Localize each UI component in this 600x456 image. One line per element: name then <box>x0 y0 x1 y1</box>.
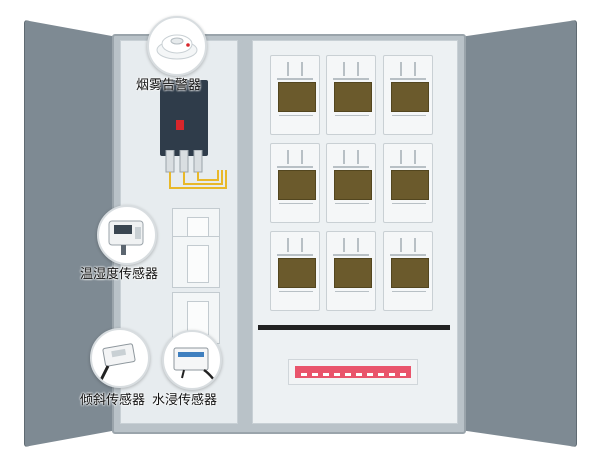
temp-humidity-callout <box>97 205 157 265</box>
tilt-sensor-label: 倾斜传感器 <box>80 393 146 408</box>
breaker-indicator <box>176 120 184 130</box>
tilt-sensor-callout <box>90 328 150 388</box>
isolator-switch <box>172 236 220 288</box>
wiring-icon <box>165 150 227 189</box>
tilt-sensor-icon <box>98 343 136 383</box>
smoke-alarm-label: 烟雾告警器 <box>136 78 202 93</box>
electric-meter <box>270 55 320 135</box>
breaker-strip <box>288 359 418 385</box>
water-sensor-icon <box>173 347 217 383</box>
water-leak-label: 水浸传感器 <box>152 393 218 408</box>
electric-meter <box>383 143 433 223</box>
electric-meter <box>326 231 376 311</box>
temp-humidity-label: 温湿度传感器 <box>80 267 159 282</box>
electric-meter <box>270 231 320 311</box>
smoke-alarm-callout <box>147 16 207 76</box>
breaker-row-icon <box>295 366 411 378</box>
electric-meter <box>383 231 433 311</box>
electric-meter <box>326 55 376 135</box>
main-breaker <box>160 80 208 156</box>
smoke-detector-icon <box>156 34 198 60</box>
water-leak-callout <box>162 330 222 390</box>
bay-divider-bar <box>258 325 450 330</box>
electric-meter <box>270 143 320 223</box>
electric-meter <box>326 143 376 223</box>
electric-meter <box>383 55 433 135</box>
right-cabinet-door <box>459 20 577 447</box>
thermometer-sensor-icon <box>108 220 144 255</box>
